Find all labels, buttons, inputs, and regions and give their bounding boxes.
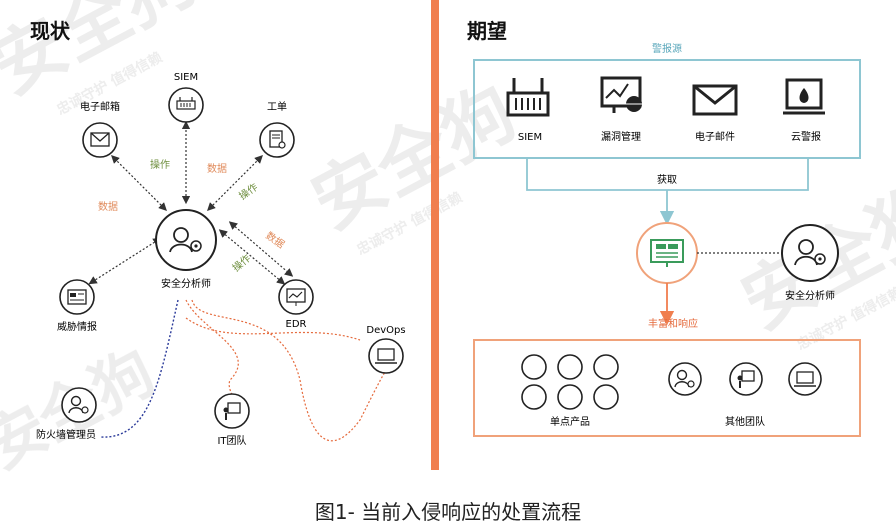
product-circle — [593, 354, 619, 380]
source-label-2: 电子邮件 — [695, 130, 735, 143]
node-threat — [59, 279, 95, 315]
node-it — [214, 393, 250, 429]
node-email-label: 电子邮箱 — [80, 100, 120, 113]
single-products-group — [521, 354, 619, 410]
left-title: 现状 — [30, 19, 71, 43]
node-ticket — [259, 122, 295, 158]
monitor-chart-icon — [286, 288, 306, 306]
dashboard-icon — [650, 239, 684, 267]
team-person — [668, 362, 702, 396]
product-circle — [521, 384, 547, 410]
edge-label-data2: 数据 — [98, 200, 118, 213]
node-firewall-label: 防火墙管理员 — [36, 428, 96, 441]
right-analyst-node — [781, 224, 839, 282]
source-siem — [506, 78, 550, 117]
source-label-0: SIEM — [518, 132, 542, 143]
curve-extra — [185, 317, 361, 341]
panel-divider — [431, 0, 439, 470]
node-threat-label: 威胁情报 — [57, 320, 97, 333]
mail-icon — [692, 84, 738, 116]
laptop-icon — [794, 371, 816, 387]
right-title: 期望 — [467, 19, 507, 43]
document-search-icon — [269, 130, 286, 149]
single-products-label: 单点产品 — [550, 415, 590, 428]
fetch-label: 获取 — [657, 174, 677, 186]
person-icon — [674, 369, 695, 388]
edge-label-data3: 数据 — [263, 229, 287, 251]
edge-label-op3: 操作 — [230, 251, 254, 274]
fire-monitor-icon — [783, 78, 825, 115]
node-edr-label: EDR — [286, 319, 307, 330]
source-label-3: 云警报 — [791, 130, 821, 143]
other-teams-group — [668, 362, 822, 396]
node-devops — [368, 338, 404, 374]
response-box — [473, 339, 861, 437]
node-it-label: IT团队 — [217, 434, 246, 447]
server-icon — [506, 78, 550, 117]
source-vuln — [600, 76, 642, 113]
presenter-icon — [737, 370, 755, 388]
product-circle — [593, 384, 619, 410]
node-firewall — [61, 387, 97, 423]
mail-icon — [90, 132, 110, 147]
node-siem — [168, 87, 204, 123]
report-icon — [67, 289, 87, 305]
product-circle — [557, 354, 583, 380]
watermark: 安全狗 忠诚守护 值得信赖 安全狗 忠诚守护 值得信赖 安全狗 忠诚守护 值得信… — [0, 0, 896, 483]
source-cloud — [783, 78, 825, 115]
edge-threat — [88, 237, 162, 285]
node-email — [82, 122, 118, 158]
edge-label-data1: 数据 — [207, 162, 227, 175]
center-analyst-node — [155, 209, 217, 271]
figure-caption: 图1- 当前入侵响应的处置流程 — [314, 500, 582, 524]
team-devops — [788, 362, 822, 396]
product-circle — [521, 354, 547, 380]
edge-label-op2: 操作 — [236, 180, 260, 202]
enrich-label: 丰富和响应 — [648, 317, 698, 330]
platform-node — [636, 222, 698, 284]
analyst-icon — [794, 239, 826, 266]
source-label-1: 漏洞管理 — [601, 130, 641, 143]
node-siem-label: SIEM — [174, 72, 198, 83]
node-edr — [278, 279, 314, 315]
node-devops-label: DevOps — [366, 325, 405, 336]
source-email — [692, 84, 738, 116]
monitor-bug-icon — [600, 76, 642, 113]
edge-edr-b — [228, 221, 294, 277]
alert-sources-box — [473, 59, 861, 159]
alert-sources-label: 警报源 — [652, 42, 682, 55]
curve-firewall — [99, 299, 179, 438]
curve-it — [185, 299, 239, 396]
center-analyst-label: 安全分析师 — [161, 277, 211, 290]
left-connections — [88, 120, 294, 285]
curve-devops — [191, 299, 386, 442]
edge-label-op1: 操作 — [150, 158, 170, 171]
node-ticket-label: 工单 — [267, 101, 287, 113]
server-icon — [176, 97, 196, 110]
team-it — [729, 362, 763, 396]
product-circle — [557, 384, 583, 410]
analyst-icon — [169, 227, 202, 253]
other-teams-label: 其他团队 — [725, 415, 765, 428]
laptop-icon — [375, 348, 397, 364]
person-icon — [68, 395, 89, 414]
right-analyst-label: 安全分析师 — [785, 289, 835, 302]
presenter-icon — [223, 402, 241, 420]
